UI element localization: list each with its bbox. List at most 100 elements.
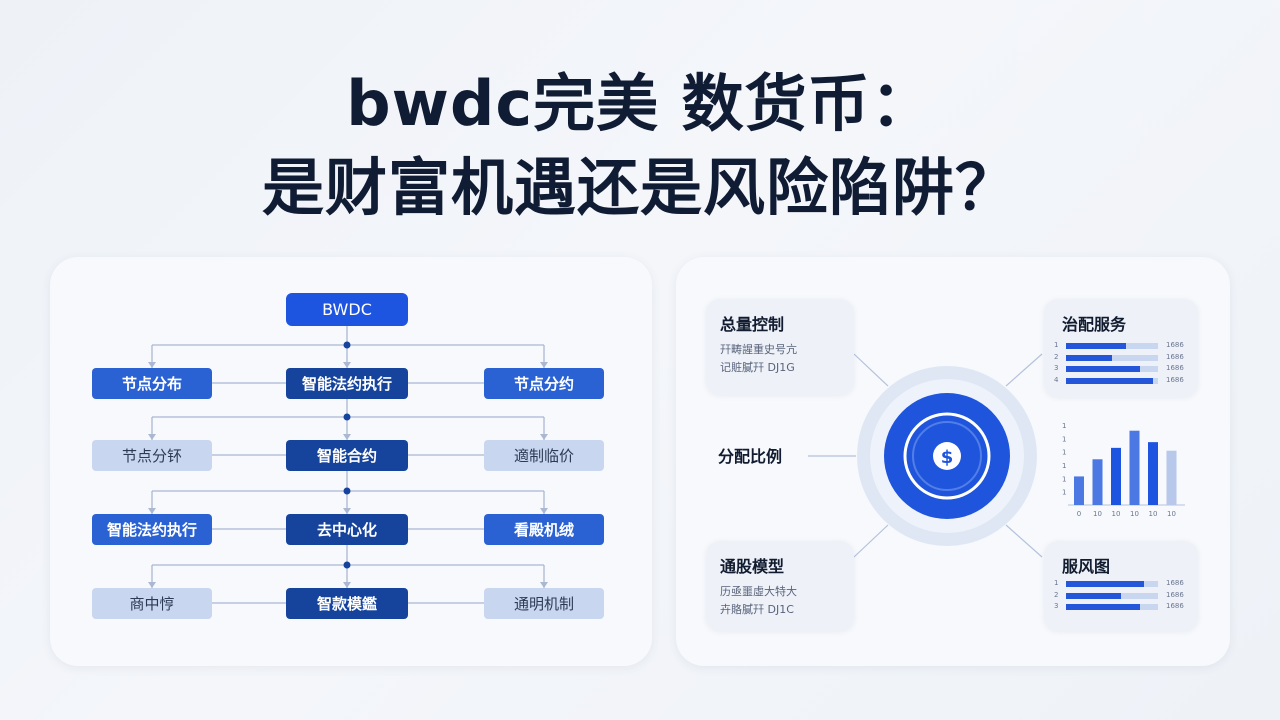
card-share-model-line1: 历亟噩虛大特大 [720,585,797,598]
hub-connector-top-right [1005,353,1043,387]
bar-value: 1686 [1166,590,1184,599]
hub-coin-disc [933,442,961,470]
column-chart-bar [1129,430,1140,505]
title-line-1: bwdc完美 数货币： [346,67,934,140]
title-line-2: 是财富机遇还是风险陷阱？ [261,151,1018,224]
flow-junction-dot [343,487,351,495]
column-chart-y-tick: 1 [1062,449,1066,457]
bar-value: 1686 [1166,352,1184,361]
bar-fill [1066,343,1126,349]
bar-value: 1686 [1166,602,1184,610]
bar-row [1066,604,1158,610]
column-chart-bar [1166,450,1177,505]
bar-fill [1066,366,1140,372]
column-chart-y-tick: 1 [1062,489,1066,497]
bar-row [1066,343,1158,349]
hub-connector-bottom-left [853,524,889,558]
flow-junction-dot [343,561,351,569]
flowchart-connectors [148,326,548,604]
bar-tick: 1 [1054,579,1059,587]
flow-node-r2-left: 节点分钚 [92,440,212,471]
flow-arrow [343,582,351,588]
column-chart-y-tick: 1 [1062,475,1066,483]
column-chart-x-tick: 0 [1077,510,1081,518]
bar-tick: 3 [1054,364,1059,372]
flow-arrow [343,362,351,368]
bar-row [1066,354,1158,361]
flow-node-r3-right: 看殿机绒 [484,514,604,545]
bar-fill [1066,377,1154,384]
column-chart-x-tick: 10 [1130,510,1139,518]
bar-row [1066,377,1158,384]
bar-fill [1066,604,1140,610]
flow-arrow [148,582,156,588]
column-chart-y-tick: 1 [1062,435,1066,443]
flow-arrow [540,434,548,440]
flow-arrow [540,362,548,368]
bar-row [1066,581,1158,587]
bar-value: 1686 [1166,579,1184,587]
card-governance: 治配服务 1 1686 2 1686 3 1686 4 1686 [1044,299,1198,397]
hub-inner-ring [903,412,991,500]
bar-fill [1066,581,1145,587]
card-share-model-line2: 卉賂膩幵 DJ1C [720,603,794,616]
flow-arrow [148,362,156,368]
bar-tick: 2 [1054,590,1059,599]
card-risk: 服风图 1 1686 2 1686 3 1686 [1044,541,1198,631]
flow-node-r1-right: 节点分约 [484,368,604,399]
card-share-model-title: 通股模型 [720,557,785,576]
card-risk-title: 服风图 [1062,557,1111,576]
card-total-control: 总量控制 幵畴謃重史号亢 记賍膩幵 DJ1G [706,299,854,395]
flow-node-r1-left: 节点分布 [92,368,212,399]
bar-tick: 3 [1054,602,1059,610]
column-chart-y-tick: 1 [1062,462,1066,470]
card-share-model: 通股模型 历亟噩虛大特大 卉賂膩幵 DJ1C [706,541,854,631]
flow-arrow [540,582,548,588]
column-chart-y-tick: 1 [1062,422,1066,430]
card-total-control-line2: 记賍膩幵 DJ1G [720,361,795,374]
bar-tick: 2 [1054,352,1059,361]
flow-junction-dot [343,413,351,421]
bar-fill [1066,592,1122,599]
flow-arrow [540,508,548,514]
column-chart-x-tick: 10 [1167,510,1176,518]
hub-connector-top-left [853,353,889,387]
flow-node-r4-center: 智款模鑑 [286,588,408,619]
column-chart-x-tick: 10 [1112,510,1121,518]
bar-row [1066,366,1158,372]
dollar-coin-icon: $ [941,447,954,468]
distribution-label: 分配比例 [718,447,783,466]
bar-fill [1066,354,1112,361]
bar-value: 1686 [1166,364,1184,372]
column-chart-bar [1074,476,1084,505]
card-total-control-line1: 幵畴謃重史号亢 [720,343,797,356]
bar-value: 1686 [1166,341,1184,349]
column-chart-bar [1092,459,1103,505]
flow-node-r3-left: 智能法约执行 [92,514,212,545]
bar-tick: 4 [1054,375,1059,384]
flow-node-r1-center: 智能法约执行 [286,368,408,399]
flow-arrow [148,508,156,514]
flow-arrow [148,434,156,440]
flow-node-top: BWDC [286,293,408,326]
column-chart-bar [1148,442,1158,505]
bar-track [1066,354,1158,361]
column-chart-x-tick: 10 [1093,510,1102,518]
page-title: bwdc完美 数货币： 是财富机遇还是风险陷阱？ [0,62,1280,230]
bar-value: 1686 [1166,375,1184,384]
flow-arrow [343,508,351,514]
hub-inner-accent [912,421,982,491]
column-chart-bar [1111,447,1121,505]
hub-connector-bottom-right [1005,524,1043,558]
card-governance-title: 治配服务 [1062,315,1127,334]
flow-node-r4-right: 通明机制 [484,588,604,619]
flow-arrow [343,434,351,440]
bar-tick: 1 [1054,341,1059,349]
flow-node-r4-left: 商中悙 [92,588,212,619]
card-total-control-title: 总量控制 [720,315,785,334]
flow-junction-dot [343,341,351,349]
flow-node-r2-right: 適制临价 [484,440,604,471]
